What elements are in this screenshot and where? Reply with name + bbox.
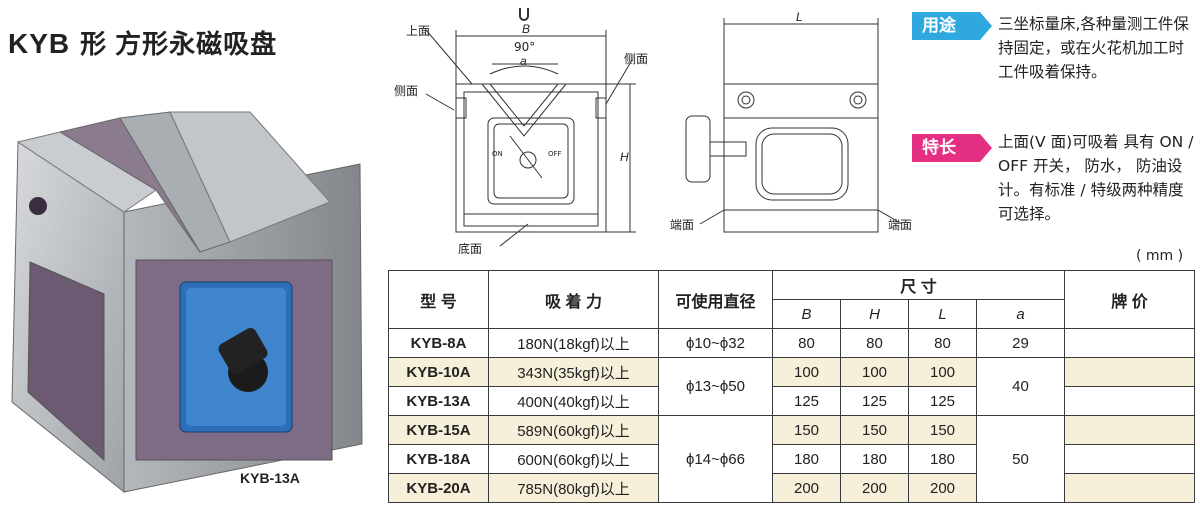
label-dim-H: H bbox=[620, 150, 629, 164]
cell-model: KYB-15A bbox=[388, 415, 489, 445]
use-text: 三坐标量床,各种量测工件保持固定，或在火花机加工时工件吸着保持。 bbox=[998, 15, 1189, 81]
spec-table: 型 号 吸 着 力 可使用直径 尺 寸 牌 价 B H L a KYB-8A 1… bbox=[388, 270, 1195, 503]
header-diameter: 可使用直径 bbox=[658, 270, 773, 329]
header-model: 型 号 bbox=[388, 270, 489, 329]
cell-price bbox=[1064, 473, 1195, 503]
cell-model: KYB-18A bbox=[388, 444, 489, 474]
cell-H: 100 bbox=[840, 357, 909, 387]
title-part-2: 方形永磁吸盘 bbox=[115, 30, 278, 60]
cell-L: 125 bbox=[908, 386, 977, 416]
cell-L: 100 bbox=[908, 357, 977, 387]
cell-a: 29 bbox=[976, 328, 1065, 358]
label-side-left: 侧面 bbox=[394, 84, 419, 98]
cell-force: 589N(60kgf)以上 bbox=[488, 415, 659, 445]
header-dims: 尺 寸 bbox=[772, 270, 1065, 300]
header-price: 牌 价 bbox=[1064, 270, 1195, 329]
product-photo bbox=[11, 111, 363, 494]
header-L: L bbox=[908, 299, 977, 329]
cell-diameter: ϕ13~ϕ50 bbox=[658, 357, 773, 416]
cell-force: 785N(80kgf)以上 bbox=[488, 473, 659, 503]
label-top-face: 上面 bbox=[406, 24, 431, 38]
photo-caption: KYB-13A bbox=[240, 470, 300, 486]
table-row: KYB-8A 180N(18kgf)以上 ϕ10~ϕ32 80 80 80 29 bbox=[388, 328, 1195, 358]
cell-L: 200 bbox=[908, 473, 977, 503]
cell-diameter: ϕ10~ϕ32 bbox=[658, 328, 773, 358]
cell-H: 80 bbox=[840, 328, 909, 358]
page-title: KYB 形方形永磁吸盘 bbox=[8, 24, 277, 61]
header-a: a bbox=[976, 299, 1065, 329]
cell-model: KYB-10A bbox=[388, 357, 489, 387]
label-bottom-face: 底面 bbox=[458, 242, 483, 256]
label-dim-L: L bbox=[796, 10, 803, 24]
unit-label: ( mm ) bbox=[1136, 248, 1184, 264]
cell-price bbox=[1064, 357, 1195, 387]
header-B: B bbox=[772, 299, 841, 329]
cell-force: 400N(40kgf)以上 bbox=[488, 386, 659, 416]
header-H: H bbox=[840, 299, 909, 329]
table-row: KYB-15A 589N(60kgf)以上 ϕ14~ϕ66 150 150 15… bbox=[388, 415, 1195, 503]
title-part-1: 形 bbox=[80, 30, 108, 60]
cell-L: 180 bbox=[908, 444, 977, 474]
cell-diameter: ϕ14~ϕ66 bbox=[658, 415, 773, 503]
cell-H: 150 bbox=[840, 415, 909, 445]
drawing-lines bbox=[425, 8, 903, 247]
use-tag: 用途 bbox=[912, 12, 992, 40]
cell-B: 125 bbox=[772, 386, 841, 416]
cell-force: 600N(60kgf)以上 bbox=[488, 444, 659, 474]
cell-price bbox=[1064, 444, 1195, 474]
technical-drawing: 上面 侧面 侧面 底面 端面 端面 B 90° a H L ON OFF bbox=[392, 0, 912, 268]
label-dim-a: a bbox=[520, 54, 527, 68]
brand-label: KYB bbox=[8, 28, 71, 59]
label-dim-B: B bbox=[522, 22, 531, 36]
cell-force: 343N(35kgf)以上 bbox=[488, 357, 659, 387]
cell-B: 100 bbox=[772, 357, 841, 387]
cell-B: 200 bbox=[772, 473, 841, 503]
label-on: ON bbox=[492, 150, 503, 158]
table-row: KYB-20A 785N(80kgf)以上 200 200 200 bbox=[388, 473, 1195, 503]
cell-a: 40 bbox=[976, 357, 1065, 416]
header-force: 吸 着 力 bbox=[488, 270, 659, 329]
table-row: KYB-13A 400N(40kgf)以上 125 125 125 bbox=[388, 386, 1195, 416]
cell-model: KYB-8A bbox=[388, 328, 489, 358]
label-end-right: 端面 bbox=[888, 218, 913, 232]
label-off: OFF bbox=[548, 150, 562, 158]
cell-B: 80 bbox=[772, 328, 841, 358]
cell-a: 50 bbox=[976, 415, 1065, 503]
cell-L: 80 bbox=[908, 328, 977, 358]
cell-H: 200 bbox=[840, 473, 909, 503]
label-side-right: 侧面 bbox=[624, 52, 649, 66]
cell-H: 180 bbox=[840, 444, 909, 474]
label-angle: 90° bbox=[514, 40, 536, 54]
table-row: KYB-10A 343N(35kgf)以上 ϕ13~ϕ50 100 100 10… bbox=[388, 357, 1195, 416]
feature-text: 上面(V 面)可吸着 具有 ON / OFF 开关， 防水， 防油设计。有标准 … bbox=[998, 133, 1194, 223]
label-end-left: 端面 bbox=[670, 218, 695, 232]
cell-force: 180N(18kgf)以上 bbox=[488, 328, 659, 358]
cell-price bbox=[1064, 328, 1195, 358]
feature-tag: 特长 bbox=[912, 134, 992, 162]
table-row: KYB-18A 600N(60kgf)以上 180 180 180 bbox=[388, 444, 1195, 474]
cell-price bbox=[1064, 415, 1195, 445]
cell-H: 125 bbox=[840, 386, 909, 416]
cell-B: 150 bbox=[772, 415, 841, 445]
cell-model: KYB-20A bbox=[388, 473, 489, 503]
cell-price bbox=[1064, 386, 1195, 416]
cell-L: 150 bbox=[908, 415, 977, 445]
cell-model: KYB-13A bbox=[388, 386, 489, 416]
cell-B: 180 bbox=[772, 444, 841, 474]
